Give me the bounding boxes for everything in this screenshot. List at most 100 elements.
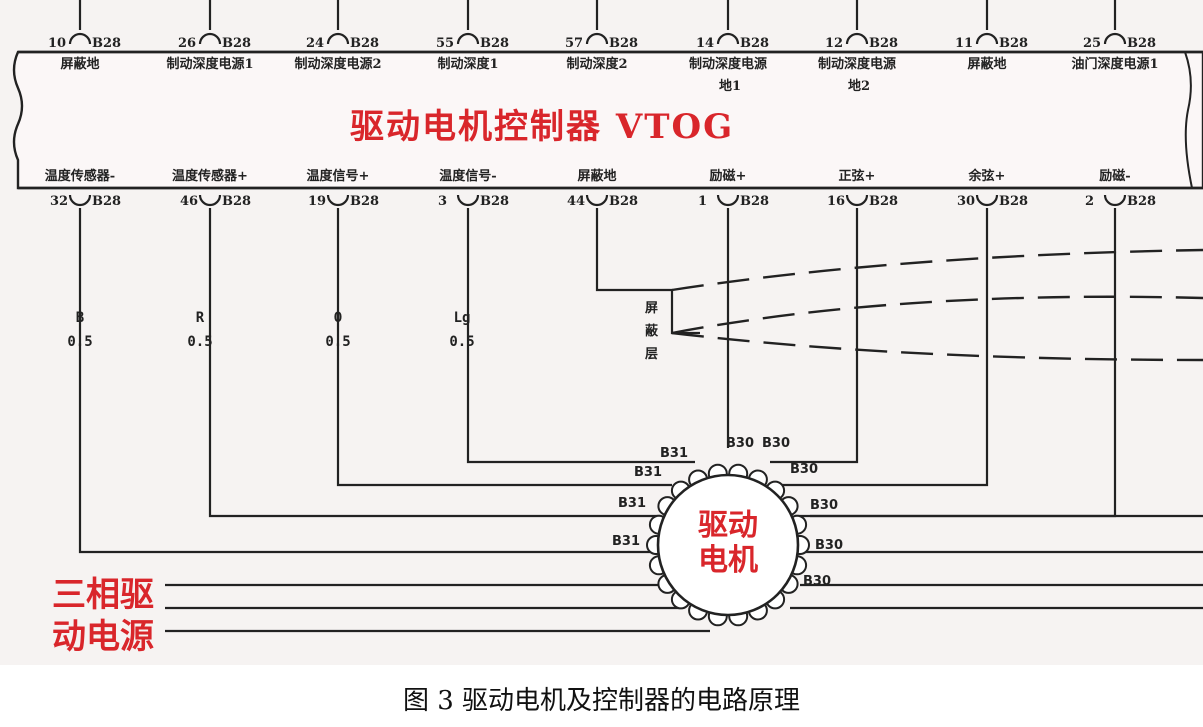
shield-label-char: 蔽 [645,323,659,339]
bottom-pin-label: 正弦+ [839,168,876,184]
power-label-line1: 三相驱 [52,575,154,615]
top-pin-connector: B28 [480,36,509,51]
bottom-pin-number: 3 [438,194,447,209]
motor-title-line1: 驱动 [698,508,758,543]
top-pin-number: 55 [436,36,454,51]
motor-connector-label-b30: B30 [790,462,818,477]
three-phase-lines [165,514,1203,633]
bottom-pin-connector: B28 [222,194,251,209]
top-pin-label: 制动深度电源 [689,56,767,72]
top-pin-terminal [1103,32,1127,45]
bottom-pin-number: 2 [1085,194,1094,209]
top-pin-label: 制动深度电源2 [294,56,381,72]
bottom-pin-label: 温度传感器+ [172,168,248,184]
shield-dashes [671,248,1203,362]
bottom-pin-terminal [1103,194,1127,207]
bottom-pin-number: 32 [50,194,68,209]
motor-connector-label-b30: B30 [803,574,831,589]
wire-sine-plus [770,208,859,464]
bottom-pin-connector: B28 [869,194,898,209]
top-pin-connector: B28 [222,36,251,51]
top-pin-connector: B28 [740,36,769,51]
top-pin-label: 屏蔽地 [60,56,99,72]
top-pin-terminal [68,32,92,45]
bottom-pin-connector: B28 [609,194,638,209]
top-pin-connector: B28 [869,36,898,51]
motor-connector-label-b30: B30 [810,498,838,513]
drive-motor: 驱动 电机 [646,463,810,627]
motor-body [656,473,800,617]
wire-color-label: O [334,310,342,326]
shield-label-char: 层 [645,347,658,362]
shield-label-char: 屏 [645,301,658,316]
top-pin-connector: B28 [1127,36,1156,51]
top-pin-connector: B28 [999,36,1028,51]
top-pin-label: 油门深度电源1 [1071,56,1158,72]
bottom-pin-label: 屏蔽地 [577,168,616,184]
bottom-pin-terminal [456,194,480,207]
bottom-pin-terminal [975,194,999,207]
top-pin-connector: B28 [609,36,638,51]
top-pin-label: 屏蔽地 [967,56,1006,72]
bottom-pin-connector: B28 [999,194,1028,209]
figure-caption: 图 3 驱动电机及控制器的电路原理 [402,686,801,716]
bottom-pin-terminal [716,194,740,207]
bottom-pin-label: 温度传感器- [45,168,115,184]
top-pin-connector: B28 [92,36,121,51]
top-pin-terminal [326,32,350,45]
top-pin-number: 26 [178,36,196,51]
top-pin-label: 制动深度2 [566,56,627,72]
top-pin-label: 制动深度电源1 [166,56,253,72]
shield-layer-label: 屏蔽层 [645,301,659,362]
motor-connector-label-b31: B31 [660,446,688,461]
wire-b [78,208,660,554]
bottom-pin-connector: B28 [92,194,121,209]
motor-connector-label-b31: B31 [634,465,662,480]
bottom-pin-connector: B28 [1127,194,1156,209]
bottom-pin-label: 余弦+ [968,168,1006,184]
controller-box [12,50,1203,190]
top-pin-number: 11 [955,36,973,51]
top-pin-connector: B28 [350,36,379,51]
bottom-pin-label: 温度信号+ [307,168,370,184]
top-pin-terminal [198,32,222,45]
top-pin-number: 14 [696,36,714,51]
top-pin-label: 制动深度1 [437,56,498,72]
bottom-pin-number: 19 [308,194,326,209]
wire-o [336,208,672,487]
bottom-pin-number: 16 [827,194,845,209]
top-pin-terminal [585,32,609,45]
top-pin-terminal [975,32,999,45]
top-pin-label: 制动深度电源 [818,56,896,72]
bottom-pin-terminal [68,194,92,207]
motor-connector-label-b30: B30 [815,538,843,553]
top-pin-number: 10 [48,36,66,51]
wire-lg [466,208,695,464]
top-pin-terminal [716,32,740,45]
wire-gauge-label: 0.5 [187,334,212,350]
controller-title: 驱动电机控制器 VTOG [350,107,734,147]
bottom-pin-terminal [198,194,222,207]
bottom-pin-terminal [585,194,609,207]
motor-connector-label-b31: B31 [618,496,646,511]
wire-color-label: B [76,310,84,326]
top-pin-label-line2: 地2 [848,78,870,94]
wire-r [208,208,660,518]
bottom-pin-label: 励磁- [1099,168,1130,184]
bottom-pin-terminal [845,194,869,207]
top-pin-terminal [845,32,869,45]
bottom-pin-label: 励磁+ [710,168,747,184]
wire-color-label: R [196,310,205,326]
wire-cosine-plus [780,208,989,487]
bottom-pin-connector: B28 [350,194,379,209]
bottom-pin-number: 1 [698,194,707,209]
motor-connector-label-b30: B30 [726,436,754,451]
wire-color-label: Lg [454,310,471,326]
controller-box-right-edge [1184,51,1193,189]
motor-title-line2: 电机 [698,543,758,578]
